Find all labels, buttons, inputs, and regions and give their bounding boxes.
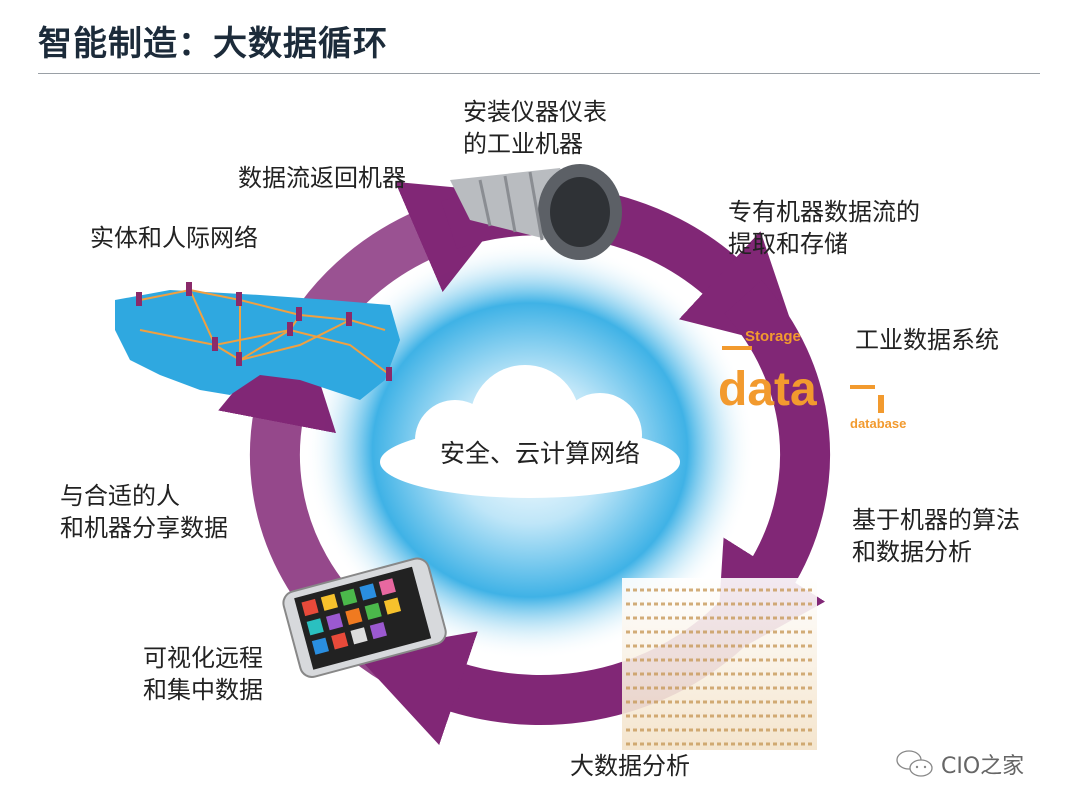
data-wordcloud-image: data Storage database xyxy=(718,328,906,431)
center-label: 安全、云计算网络 xyxy=(440,439,641,468)
label-instrumented-machines: 安装仪器仪表 的工业机器 xyxy=(463,96,607,160)
label-sharing: 与合适的人 和机器分享数据 xyxy=(60,480,228,544)
label-line: 大数据分析 xyxy=(570,752,690,780)
label-line: 和机器分享数据 xyxy=(60,514,228,542)
label-line: 可视化远程 xyxy=(143,644,263,672)
watermark-text: CIO之家 xyxy=(941,754,1025,779)
label-visualization: 可视化远程 和集中数据 xyxy=(143,642,263,706)
label-line: 与合适的人 xyxy=(60,482,180,510)
label-physical-network: 实体和人际网络 xyxy=(90,222,258,254)
label-data-return: 数据流返回机器 xyxy=(238,162,406,194)
page-title: 智能制造：大数据循环 xyxy=(38,24,388,64)
label-line: 工业数据系统 xyxy=(855,326,999,354)
smartphone-image xyxy=(282,557,447,678)
wordcloud-big-word: data xyxy=(718,363,817,416)
wordcloud-word: Storage xyxy=(745,328,801,345)
label-big-data-analysis: 大数据分析 xyxy=(570,750,690,782)
watermark: CIO之家 xyxy=(895,748,1024,780)
cloud-icon xyxy=(380,365,680,498)
label-line: 实体和人际网络 xyxy=(90,224,258,252)
label-line: 数据流返回机器 xyxy=(238,164,406,192)
title-divider xyxy=(38,73,1040,74)
label-industrial-data-system: 工业数据系统 xyxy=(855,324,999,356)
binary-data-image xyxy=(622,578,817,750)
label-line: 基于机器的算法 xyxy=(852,506,1020,534)
network-map-image xyxy=(115,282,400,400)
label-line: 专有机器数据流的 xyxy=(728,198,920,226)
wechat-icon xyxy=(896,750,933,777)
label-extraction-storage: 专有机器数据流的 提取和存储 xyxy=(728,196,920,260)
label-line: 和数据分析 xyxy=(852,538,972,566)
label-line: 提取和存储 xyxy=(728,230,848,258)
label-machine-algorithms: 基于机器的算法 和数据分析 xyxy=(852,504,1020,568)
wordcloud-word: database xyxy=(850,416,906,431)
label-line: 的工业机器 xyxy=(463,130,583,158)
cycle-arrow-right xyxy=(715,280,831,663)
label-line: 和集中数据 xyxy=(143,676,263,704)
industrial-engine-image xyxy=(450,164,622,260)
label-line: 安装仪器仪表 xyxy=(463,98,607,126)
